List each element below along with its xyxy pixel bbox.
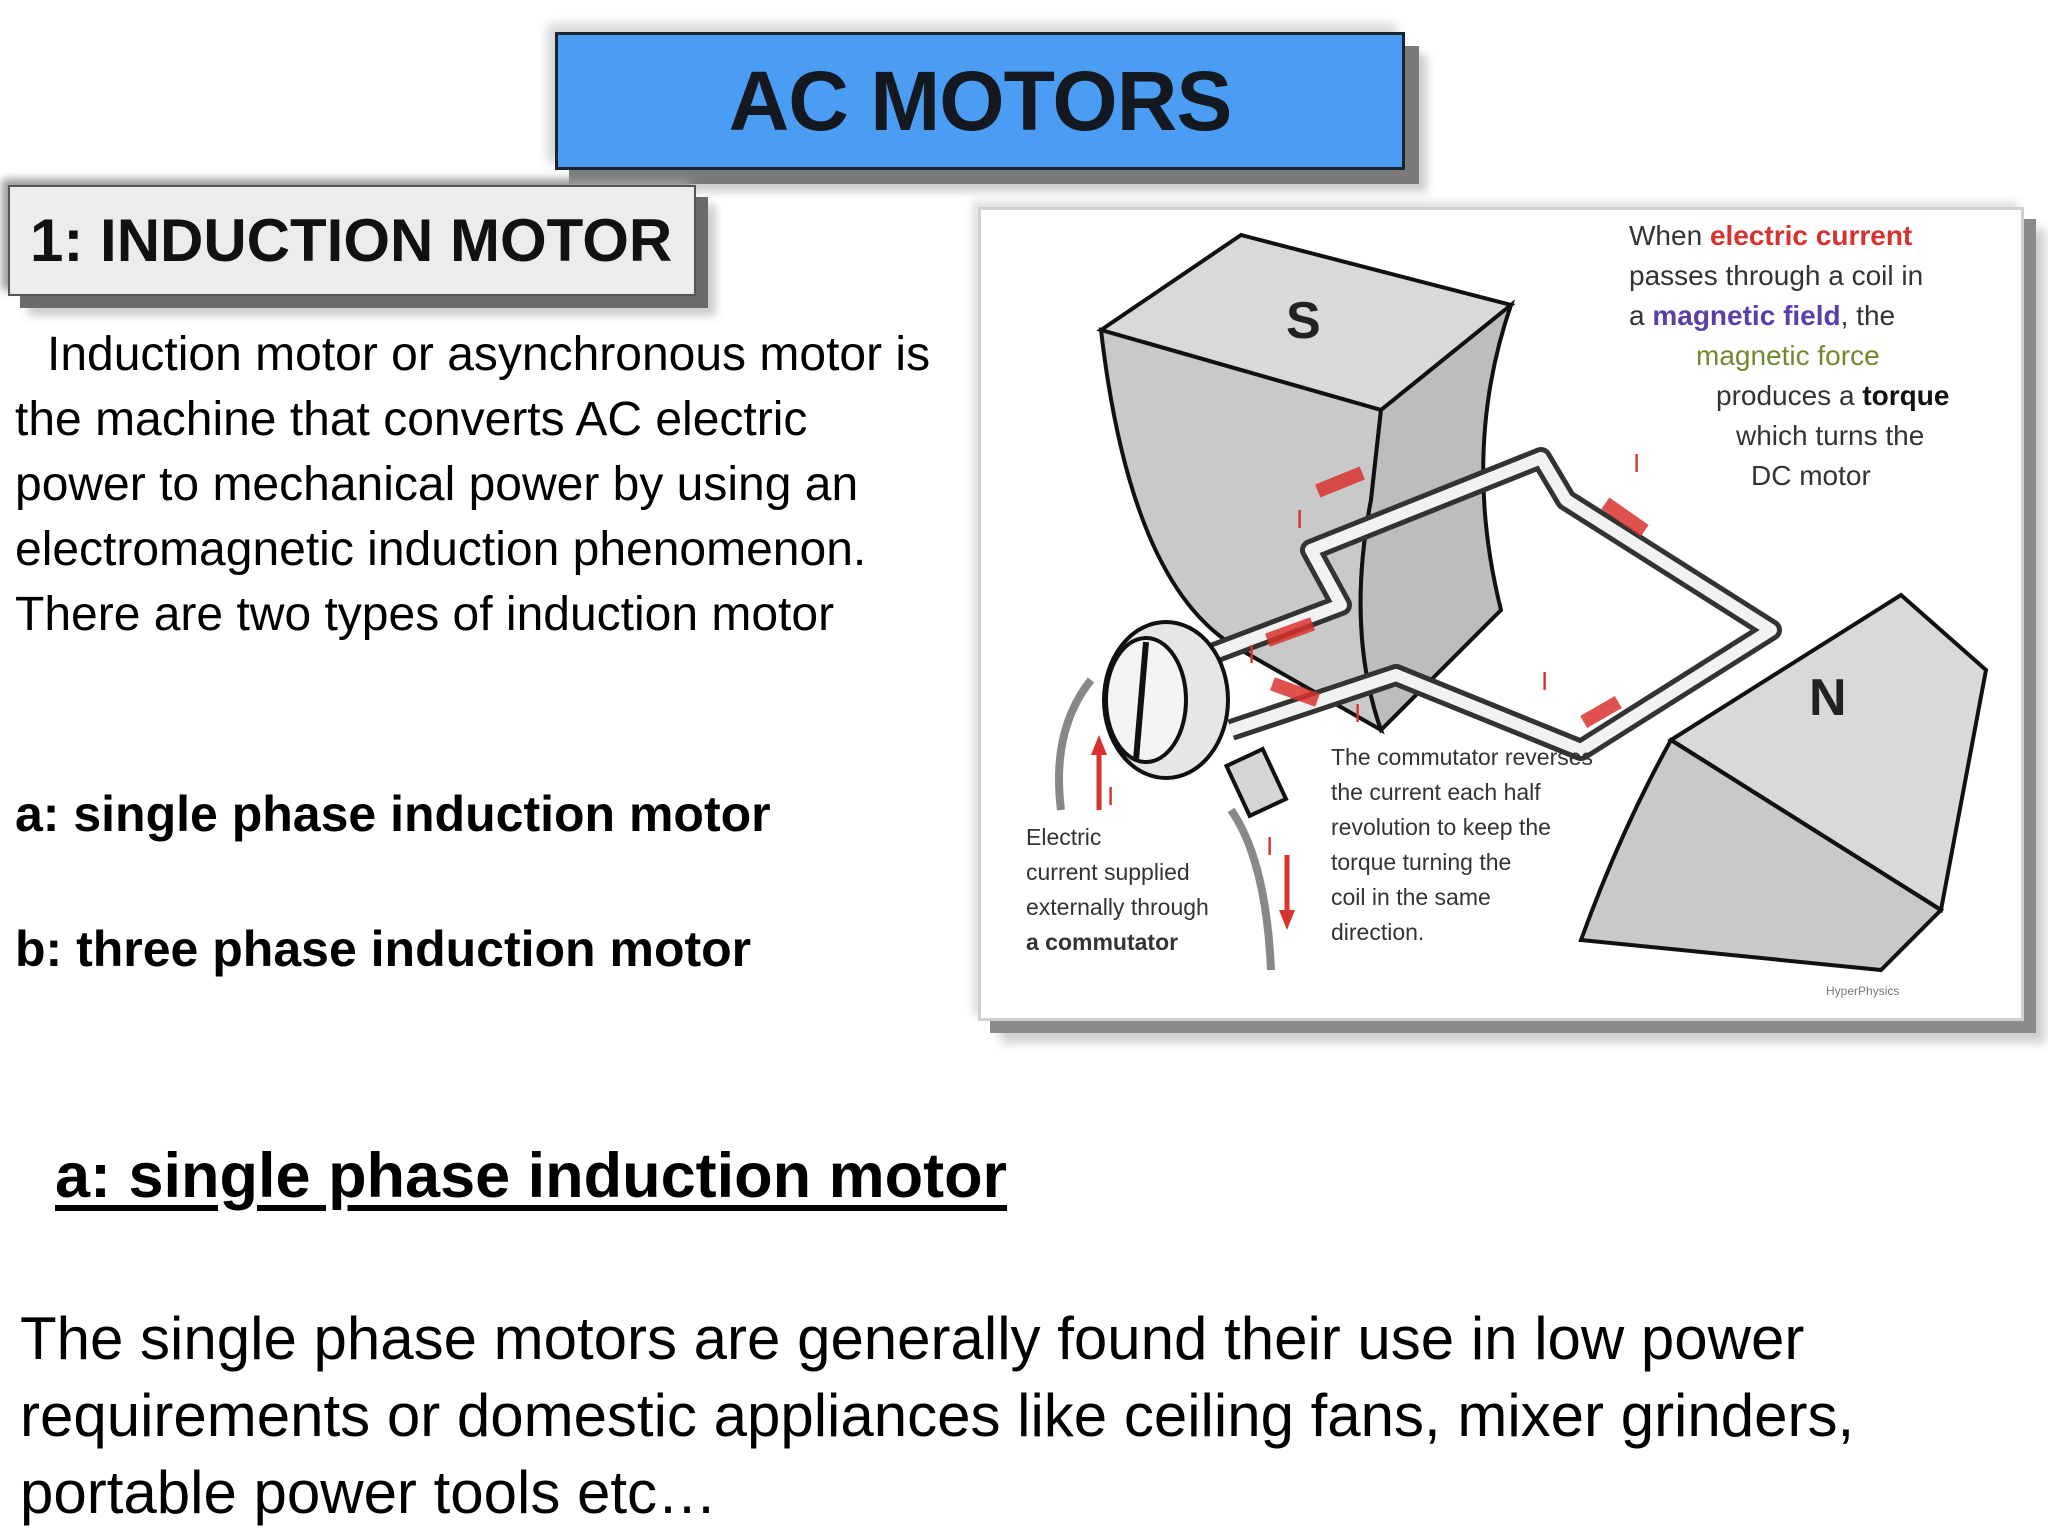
caption-commutator: The commutator reverses the current each…	[1331, 744, 1593, 945]
svg-text:current supplied: current supplied	[1026, 859, 1190, 885]
subheading-single-phase: a: single phase induction motor	[55, 1141, 1008, 1211]
current-label: I	[1354, 698, 1361, 728]
svg-text:When electric current: When electric current	[1629, 220, 1912, 251]
svg-text:The commutator reverses: The commutator reverses	[1331, 744, 1593, 770]
dc-motor-svg: S N	[1026, 220, 1989, 998]
type-item-single-phase: a: single phase induction motor	[15, 786, 771, 842]
dc-motor-diagram: S N	[978, 207, 2024, 1021]
intro-block: Induction motor or asynchronous motor is…	[15, 322, 945, 647]
current-label: I	[1296, 504, 1303, 534]
intro-paragraph: Induction motor or asynchronous motor is…	[15, 328, 931, 641]
commutator	[1055, 620, 1295, 971]
current-label: I	[1107, 781, 1114, 811]
north-magnet: N	[1578, 592, 1989, 973]
svg-text:DC motor: DC motor	[1751, 460, 1871, 491]
caption-supply: Electric current supplied externally thr…	[1026, 824, 1209, 955]
current-label: I	[1633, 448, 1640, 478]
svg-text:Electric: Electric	[1026, 824, 1101, 850]
pole-label-south: S	[1286, 292, 1321, 350]
current-label: I	[1248, 639, 1255, 669]
current-label: I	[1541, 666, 1548, 696]
section-heading-box: 1: INDUCTION MOTOR	[8, 185, 696, 296]
current-label: I	[1266, 831, 1273, 861]
svg-text:produces a torque: produces a torque	[1716, 380, 1949, 411]
svg-text:magnetic force: magnetic force	[1696, 340, 1880, 371]
svg-text:externally through: externally through	[1026, 894, 1209, 920]
current-labels: I I I I I I I	[1107, 448, 1640, 861]
svg-text:a commutator: a commutator	[1026, 929, 1178, 955]
svg-text:coil in the same: coil in the same	[1331, 884, 1491, 910]
current-markers	[1265, 466, 1649, 729]
diagram-credit: HyperPhysics	[1826, 984, 1899, 998]
pole-label-north: N	[1809, 669, 1847, 727]
slide-title: AC MOTORS	[728, 53, 1233, 148]
slide-title-box: AC MOTORS	[555, 32, 1405, 170]
svg-text:torque turning the: torque turning the	[1331, 849, 1511, 875]
svg-text:which turns the: which turns the	[1735, 420, 1924, 451]
svg-text:the current each half: the current each half	[1331, 779, 1541, 805]
svg-text:passes through a coil in: passes through a coil in	[1629, 260, 1923, 291]
body-paragraph: The single phase motors are generally fo…	[20, 1305, 1855, 1526]
caption-top: When electric current passes through a c…	[1629, 220, 1949, 491]
type-item-three-phase: b: three phase induction motor	[15, 921, 752, 977]
svg-text:direction.: direction.	[1331, 919, 1424, 945]
svg-text:revolution to keep the: revolution to keep the	[1331, 814, 1551, 840]
armature-coil	[1192, 447, 1782, 761]
svg-text:a magnetic field, the: a magnetic field, the	[1629, 300, 1895, 331]
section-heading: 1: INDUCTION MOTOR	[30, 207, 673, 274]
